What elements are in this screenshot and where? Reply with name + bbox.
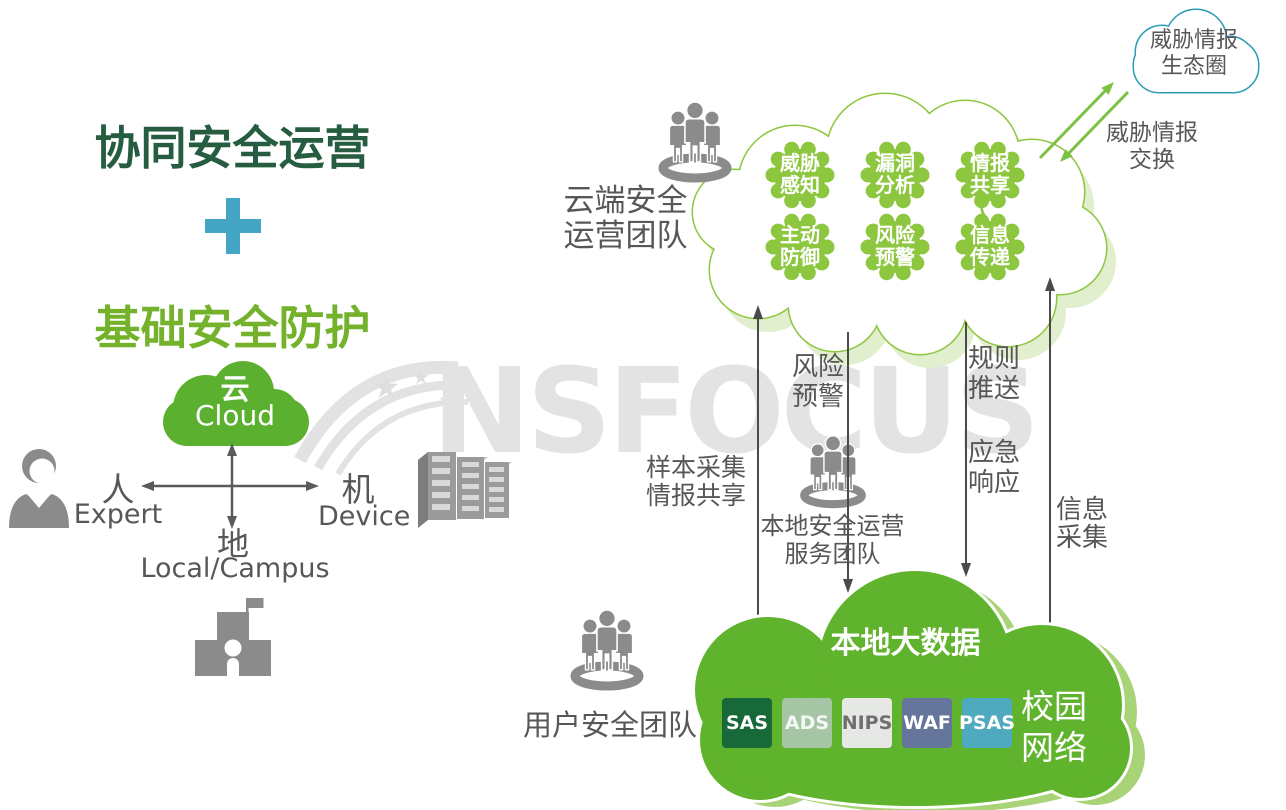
campus-building-icon	[195, 598, 271, 676]
user-team-icon	[575, 610, 639, 686]
gear-label-info-delivery: 信息传递	[970, 223, 1010, 269]
gear-label-active-defense: 主动防御	[780, 223, 820, 269]
plus-icon	[205, 198, 261, 254]
flow-label-rule-push: 规则推送	[967, 344, 1020, 404]
axis-arrows	[141, 443, 319, 529]
axis-device-zh: 机	[341, 470, 375, 509]
product-box-psas: PSAS	[959, 698, 1015, 748]
gear-label-risk-warning: 风险预警	[875, 223, 915, 269]
gear-label-threat-awareness: 威胁感知	[780, 151, 820, 197]
user-team-label: 用户安全团队	[523, 708, 698, 742]
product-box-nips: NIPS	[842, 698, 892, 748]
gear-label-vuln-analysis: 漏洞分析	[875, 151, 915, 197]
flow-arrows	[753, 277, 1055, 632]
cloud-label-en: Cloud	[195, 399, 275, 432]
svg-text:★: ★	[438, 392, 451, 408]
axis-local-zh: 地	[216, 525, 249, 563]
cloud-team-icon	[663, 102, 727, 178]
flow-label-emergency-response: 应急响应	[967, 438, 1020, 498]
local-team-icon	[804, 436, 862, 504]
flow-label-risk-warning: 风险预警	[791, 352, 844, 412]
product-box-ads: ADS	[782, 698, 832, 748]
exchange-arrows	[1038, 82, 1130, 162]
flow-label-info-collection: 信息采集	[1055, 495, 1108, 553]
gear-label-intel-sharing: 情报共享	[970, 151, 1010, 197]
sub-title-basic-protection: 基础安全防护	[94, 301, 371, 355]
svg-text:★: ★	[372, 368, 401, 406]
svg-text:★: ★	[412, 365, 430, 389]
main-title-collaborative-ops: 协同安全运营	[94, 121, 371, 175]
expert-icon	[9, 449, 69, 528]
exchange-label: 威胁情报交换	[1106, 120, 1198, 173]
server-icon	[418, 452, 512, 528]
axis-device-en: Device	[318, 501, 411, 532]
product-box-waf: WAF	[902, 698, 952, 748]
axis-person-zh: 人	[101, 470, 135, 509]
cloud-team-label: 云端安全 运营团队	[563, 183, 688, 254]
local-big-data-title: 本地大数据	[830, 626, 981, 661]
product-box-sas: SAS	[722, 698, 772, 748]
local-team-label: 本地安全运营服务团队	[760, 512, 905, 568]
cloud-label-zh: 云	[220, 372, 250, 406]
axis-local-en: Local/Campus	[140, 553, 330, 584]
ecosystem-cloud-label: 威胁情报生态圈	[1149, 28, 1238, 79]
campus-network-label: 校园网络	[1021, 687, 1087, 767]
cloud-icon	[163, 361, 309, 446]
axis-person-en: Expert	[73, 499, 163, 530]
flow-label-sample-collection: 样本采集情报共享	[645, 453, 746, 510]
